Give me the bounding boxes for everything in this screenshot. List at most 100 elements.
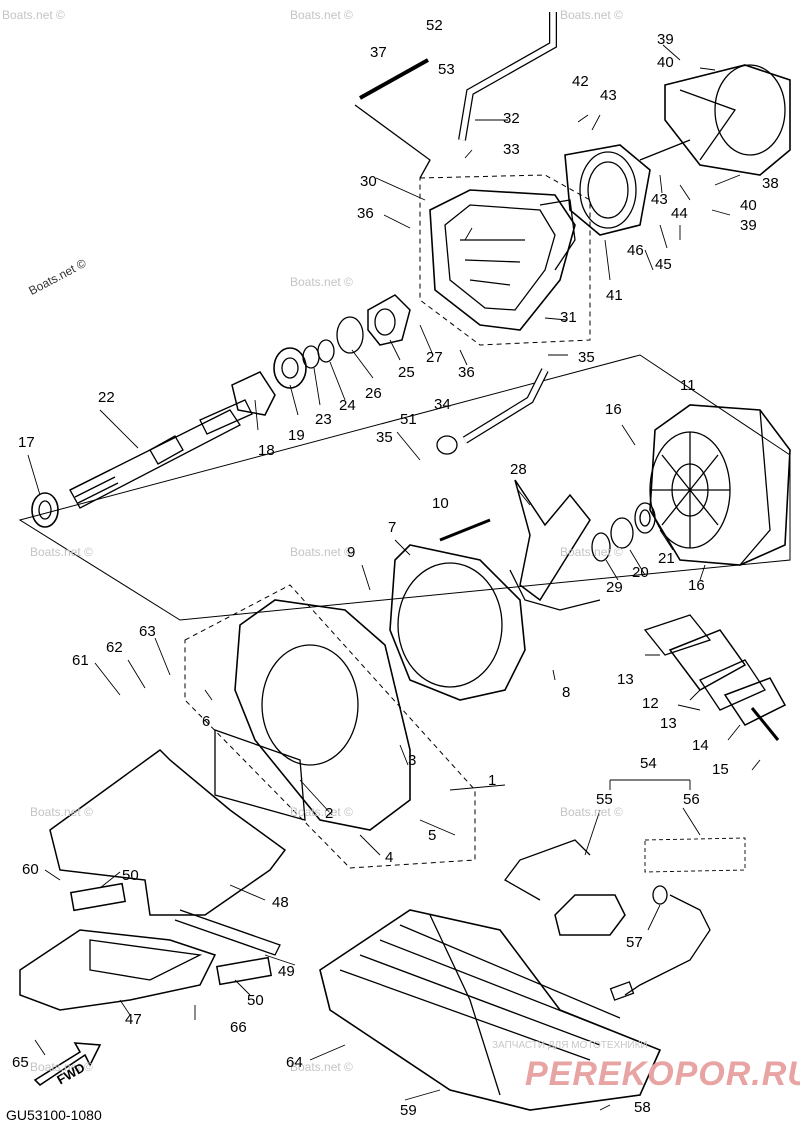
gasket-13b	[700, 660, 765, 710]
intake-duct-30	[430, 190, 575, 330]
intermediate-housing-7	[390, 545, 525, 700]
drive-shaft-22	[70, 400, 252, 508]
callout-16b: 16	[688, 577, 705, 594]
watermark: Boats.net ©	[290, 275, 353, 289]
fwd-arrow	[35, 1043, 100, 1085]
callout-64: 64	[286, 1054, 303, 1071]
callout-56: 56	[683, 791, 700, 808]
callout-19: 19	[288, 427, 305, 444]
callout-57: 57	[626, 934, 643, 951]
callout-39b: 39	[740, 217, 757, 234]
ring-29	[592, 533, 610, 561]
assembly-outline	[20, 355, 790, 620]
bracket-48	[50, 750, 285, 955]
leader-line-38	[640, 140, 690, 160]
callout-52: 52	[426, 17, 443, 34]
callout-27: 27	[426, 349, 443, 366]
callout-30: 30	[360, 173, 377, 190]
callout-11: 11	[680, 377, 696, 394]
callout-6: 6	[202, 713, 211, 730]
watermark: Boats.net ©	[30, 545, 93, 559]
callout-36b: 36	[458, 364, 475, 381]
callout-10: 10	[432, 495, 449, 512]
callout-43a: 43	[600, 87, 617, 104]
callout-16a: 16	[605, 401, 622, 418]
bearing-19	[274, 348, 306, 388]
callout-35b: 35	[578, 349, 595, 366]
callout-66: 66	[230, 1019, 247, 1036]
callout-7: 7	[388, 519, 397, 536]
callout-32: 32	[503, 110, 520, 127]
intake-grate-59	[320, 910, 660, 1110]
cover-12	[670, 630, 745, 690]
callout-21: 21	[658, 550, 675, 567]
impeller-housing-11	[650, 405, 790, 565]
callout-25: 25	[398, 364, 415, 381]
callout-42: 42	[572, 73, 589, 90]
callout-5: 5	[428, 827, 437, 844]
callout-12: 12	[642, 695, 659, 712]
gasket-13a	[645, 615, 710, 655]
callout-40b: 40	[740, 197, 757, 214]
callout-22: 22	[98, 389, 115, 406]
watermark: Boats.net ©	[290, 805, 353, 819]
callout-13b: 13	[660, 715, 677, 732]
callout-17: 17	[18, 434, 35, 451]
callout-8: 8	[562, 684, 571, 701]
duct-dashed-frame	[420, 175, 590, 345]
callout-9: 9	[347, 544, 356, 561]
pad-50b	[217, 958, 271, 985]
bearing-housing-25	[368, 295, 410, 345]
callout-15: 15	[712, 761, 729, 778]
bolt-15	[752, 708, 778, 740]
watermark: Boats.net ©	[2, 8, 65, 22]
callout-55: 55	[596, 791, 613, 808]
callout-14: 14	[692, 737, 709, 754]
callout-28: 28	[510, 461, 527, 478]
watermark: Boats.net ©	[290, 545, 353, 559]
callout-36a: 36	[357, 205, 374, 222]
watermark: Boats.net ©	[30, 1060, 93, 1074]
callout-24: 24	[339, 397, 356, 414]
sleeve-18	[232, 372, 275, 415]
callout-20: 20	[632, 564, 649, 581]
watermark: Boats.net ©	[560, 8, 623, 22]
leader-lines	[28, 45, 760, 1110]
callout-39a: 39	[657, 31, 674, 48]
bracket-47	[20, 930, 215, 1010]
ring-20	[611, 518, 633, 548]
callout-48: 48	[272, 894, 289, 911]
watermark: Boats.net ©	[560, 545, 623, 559]
diagram-code: GU53100-1080	[6, 1107, 102, 1123]
callout-26: 26	[365, 385, 382, 402]
callout-50a: 50	[122, 867, 139, 884]
callout-49: 49	[278, 963, 295, 980]
callout-53: 53	[438, 61, 455, 78]
leader-line-37	[355, 105, 430, 178]
callout-54: 54	[640, 755, 657, 772]
callout-31: 31	[560, 309, 577, 326]
callout-46: 46	[627, 242, 644, 259]
callout-51: 51	[400, 411, 417, 428]
watermark: Boats.net ©	[30, 805, 93, 819]
nozzle-41	[565, 145, 650, 235]
callout-60: 60	[22, 861, 39, 878]
cover-14	[725, 678, 785, 725]
plate-dashed-frame	[185, 585, 475, 868]
callout-59: 59	[400, 1102, 417, 1119]
callout-23: 23	[315, 411, 332, 428]
watermark: Boats.net ©	[290, 1060, 353, 1074]
callout-47: 47	[125, 1011, 142, 1028]
callout-4: 4	[385, 849, 394, 866]
callout-37: 37	[370, 44, 387, 61]
speed-sensor-assembly	[505, 840, 710, 1000]
callout-13a: 13	[617, 671, 634, 688]
callout-62: 62	[106, 639, 123, 656]
callout-18: 18	[258, 442, 275, 459]
seal-24	[318, 340, 334, 362]
callout-34: 34	[434, 396, 451, 413]
callout-45: 45	[655, 256, 672, 273]
callout-38: 38	[762, 175, 779, 192]
watermark: Boats.net ©	[560, 805, 623, 819]
